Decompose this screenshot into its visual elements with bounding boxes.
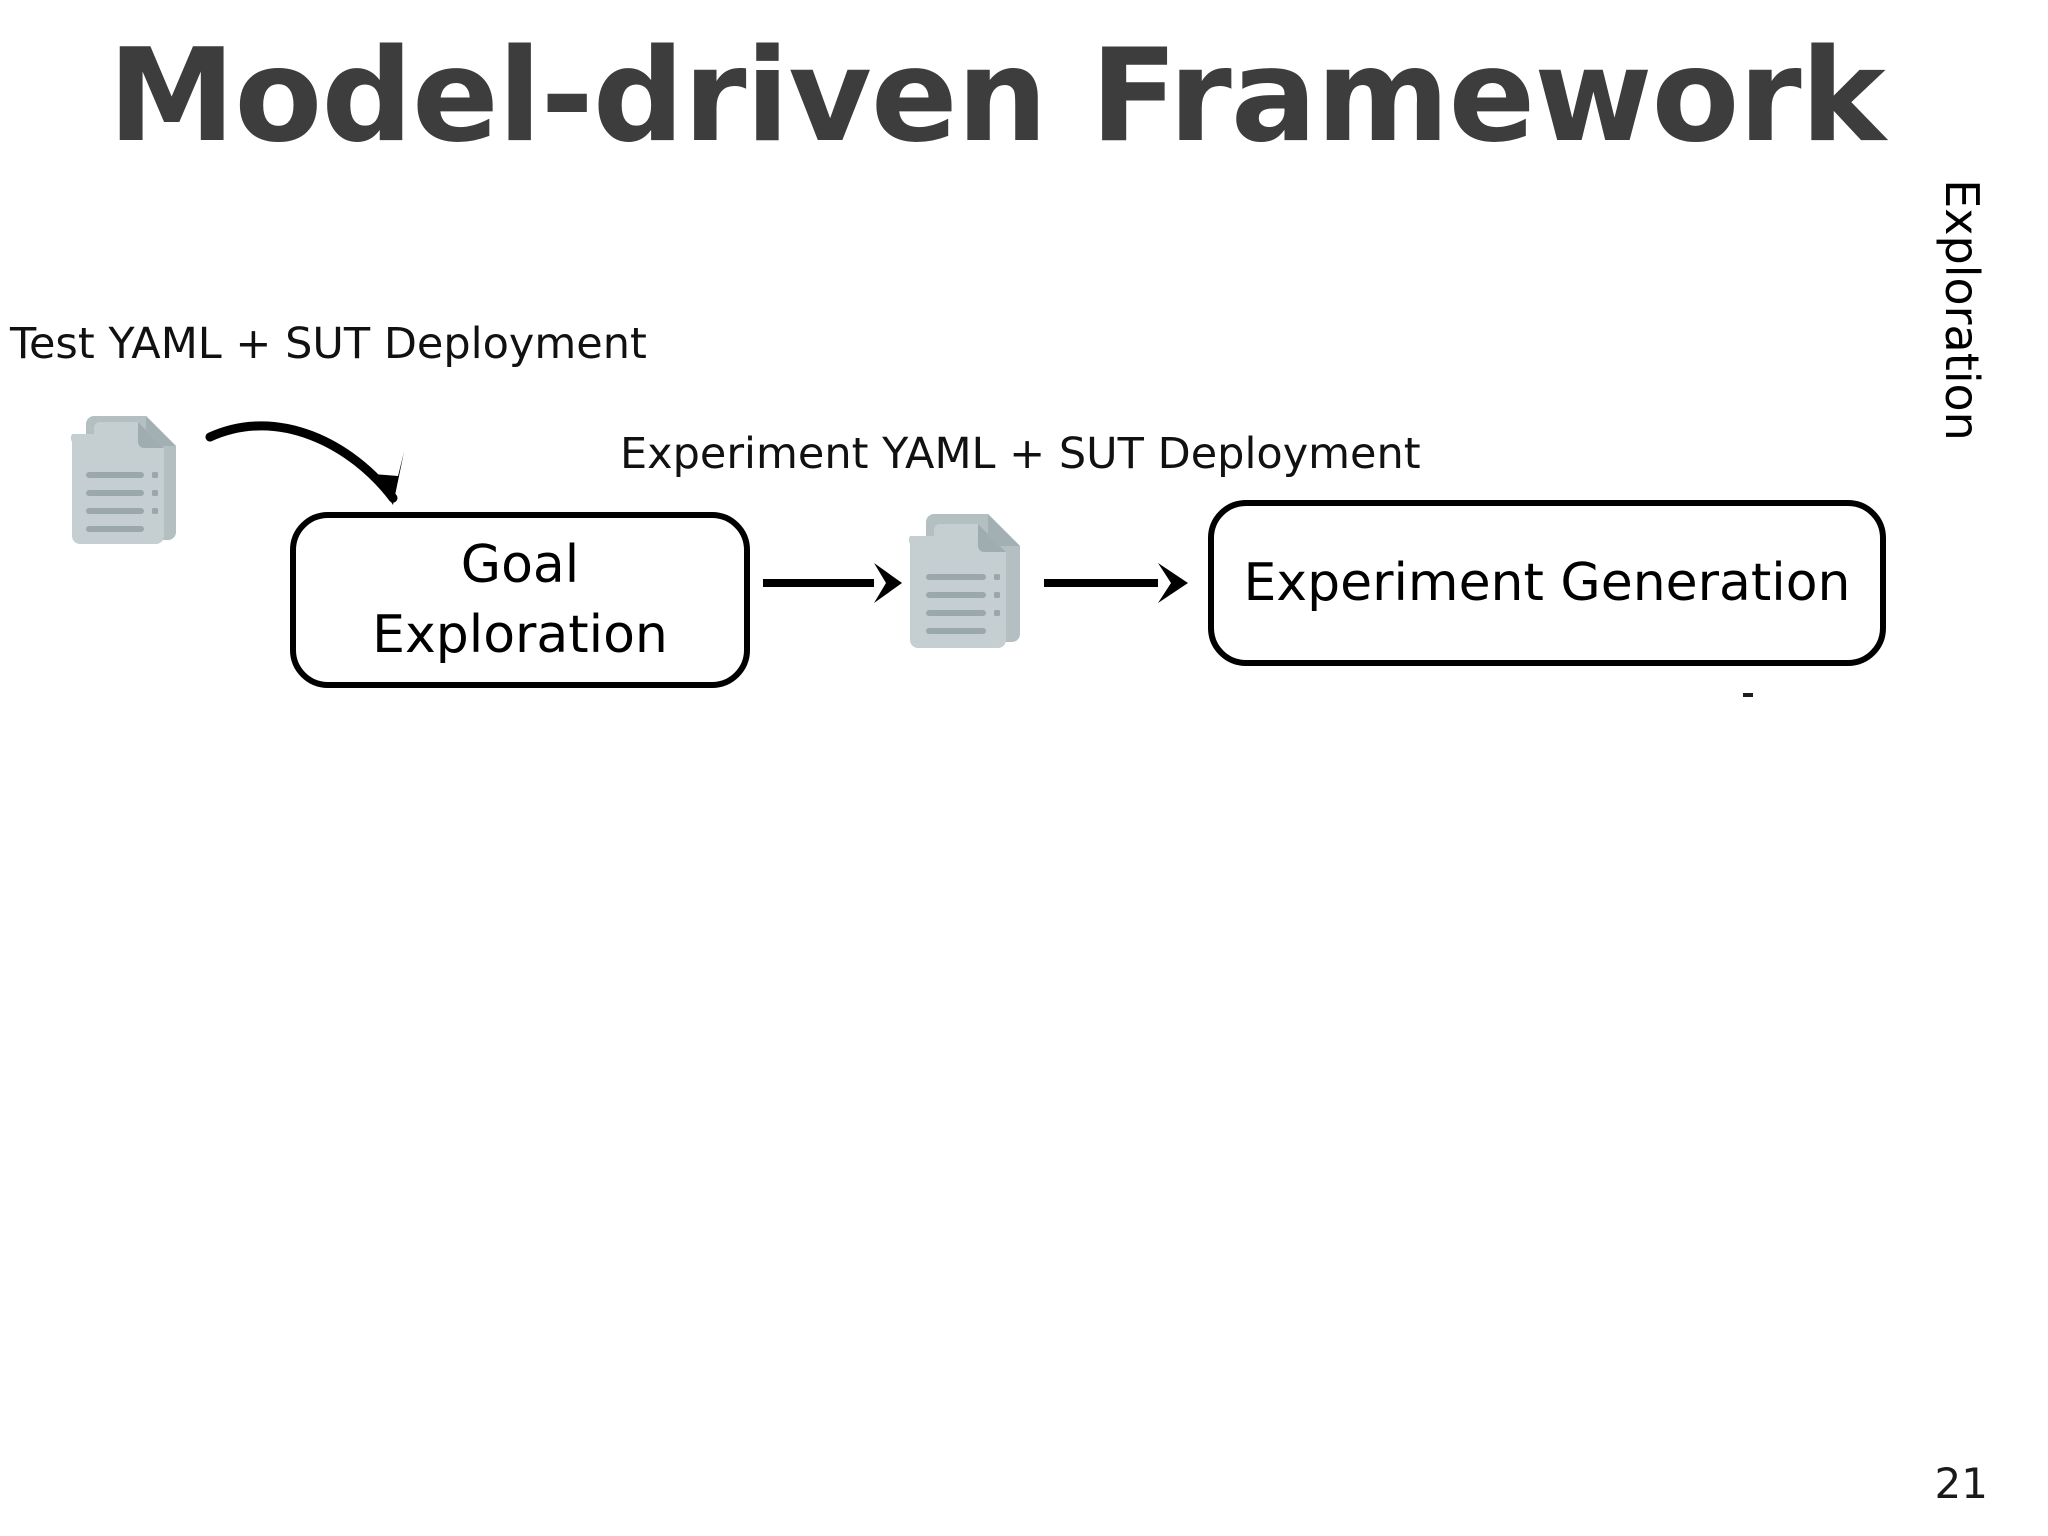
side-caption-exploration: Exploration [1930, 179, 2048, 770]
document-icon-test-yaml [60, 408, 188, 560]
node-goal-exploration-line1: Goal [460, 535, 580, 595]
document-icon-experiment-yaml [898, 508, 1030, 660]
page-title: Model-driven Framework [108, 22, 1886, 171]
node-experiment-generation-label: Experiment Generation [1243, 553, 1851, 613]
label-test-yaml-deployment: Test YAML + SUT Deployment [10, 319, 647, 369]
stray-mark [1743, 693, 1753, 697]
label-experiment-yaml-deployment: Experiment YAML + SUT Deployment [620, 429, 1421, 479]
node-goal-exploration[interactable]: Goal Exploration [290, 512, 750, 688]
node-experiment-generation[interactable]: Experiment Generation [1208, 500, 1886, 666]
arrow-doc-to-goal-exploration [205, 421, 404, 505]
side-caption-label: Exploration [1935, 179, 1989, 441]
node-goal-exploration-line2: Exploration [372, 605, 668, 665]
arrow-doc-to-experiment-generation [1044, 563, 1188, 603]
node-goal-exploration-label: Goal Exploration [372, 530, 668, 670]
page-number: 21 [1934, 1459, 1988, 1508]
arrow-goal-exploration-to-doc [763, 563, 902, 603]
